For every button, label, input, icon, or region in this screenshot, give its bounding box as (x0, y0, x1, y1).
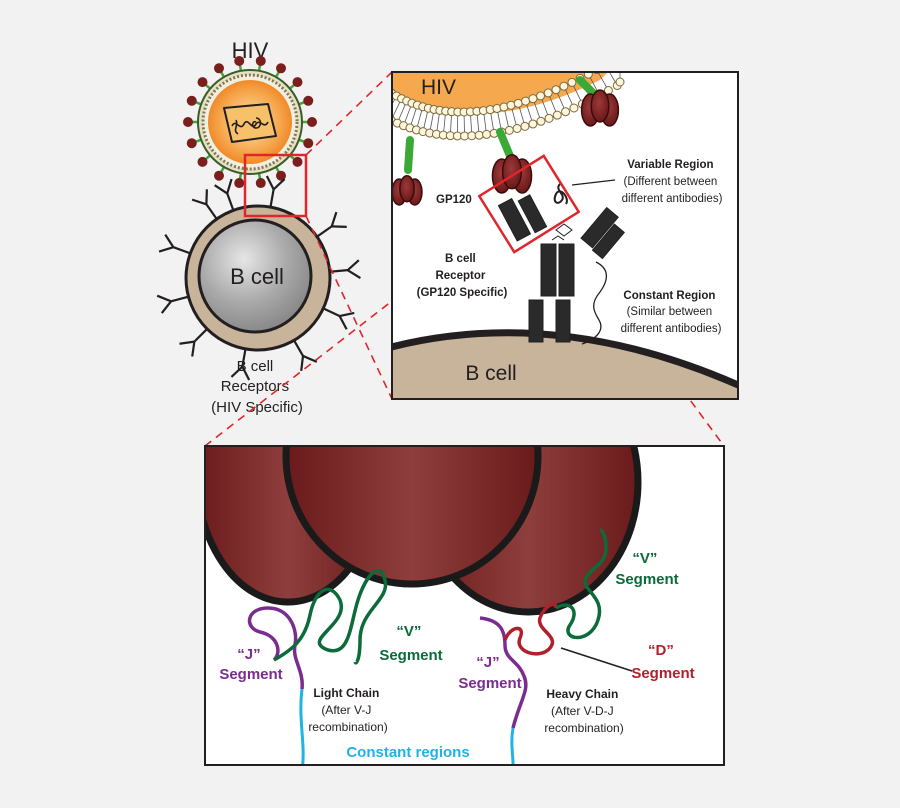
zoom1-panel: HIV GP120 Variable Region (Different bet… (391, 71, 739, 400)
callout-box-small (243, 153, 308, 218)
bcell-membrane (392, 329, 738, 399)
constant-region-title: Constant Region (623, 290, 715, 302)
constant-region-line-3: different antibodies) (621, 323, 722, 335)
gp120-head (214, 63, 224, 74)
heavy-chain-label: Heavy Chain (After V-D-J recombination) (544, 687, 623, 735)
receptors-line-2: Receptors (221, 378, 289, 395)
variable-region-line-2: (Different between (624, 176, 718, 188)
light-j-segment-label: “J” Segment (219, 646, 282, 683)
receptor-icon (179, 328, 208, 357)
bcell-receptors (156, 175, 361, 381)
zoom1-bcell-label: B cell (465, 362, 516, 385)
gp120-trimers (392, 76, 620, 206)
gp120-head (303, 138, 314, 149)
gp120-head (292, 77, 303, 88)
receptor-icon (156, 294, 189, 314)
gp120-head (307, 117, 317, 127)
overview-panel: HIV B cell B cell Receptors (HIV Specifi… (156, 38, 361, 416)
receptor-icon (329, 259, 361, 280)
overview-bcell-label: B cell (230, 264, 284, 289)
bcell-receptor-antibody (497, 194, 625, 343)
gp120-trimer-icon (392, 136, 423, 206)
viral-membrane (392, 72, 625, 141)
lipid-bilayer (392, 72, 625, 141)
receptor-icon (316, 211, 347, 238)
receptor-icon (230, 348, 251, 381)
receptor-icon (214, 178, 235, 211)
variable-region-squiggle (553, 183, 568, 205)
receptor-icon (293, 339, 318, 371)
zoom2-panel: “V” Segment “J” Segment Light Chain (Aft… (204, 445, 725, 766)
zoom1-hiv-label: HIV (421, 76, 456, 99)
callout-box-inner (477, 154, 581, 254)
heavy-chain-d-segment (503, 602, 558, 656)
gp120-head (214, 170, 224, 181)
receptor-icon (158, 234, 191, 255)
constant-regions-label: Constant regions (346, 744, 469, 761)
receptor-icon (191, 189, 218, 220)
light-chain-label: Light Chain (After V-J recombination) (308, 686, 387, 734)
gp120-trimer-icon (576, 76, 620, 127)
gp120-head (276, 63, 286, 74)
heavy-chain-j-segment (479, 616, 528, 729)
gp120-head (234, 178, 245, 189)
gp120-head (255, 178, 266, 189)
variable-region-label: Variable Region (Different between diffe… (622, 159, 723, 205)
gp120-head (234, 55, 245, 66)
light-chain-constant-line (299, 688, 305, 765)
receptor-line-3: (GP120 Specific) (417, 287, 508, 299)
hiv-virion (183, 55, 317, 189)
bcell-receptor-label: B cell Receptor (GP120 Specific) (417, 253, 508, 299)
light-chain-j-segment (247, 606, 304, 690)
heavy-j-segment-label: “J” Segment (458, 654, 521, 692)
gp120-head (197, 156, 208, 167)
gp120-head (303, 95, 314, 106)
heavy-chain-constant-line (510, 727, 515, 765)
constant-region-squiggle (581, 261, 607, 345)
variable-region-title: Variable Region (627, 159, 713, 171)
bcell-overview: B cell (156, 175, 361, 381)
gp120-head (186, 95, 197, 106)
receptor-icon (322, 307, 355, 330)
light-chain-v-segment (273, 569, 388, 665)
d-segment-label: “D” Segment (631, 642, 694, 682)
gp120-head (197, 77, 208, 88)
constant-region-label: Constant Region (Similar between differe… (621, 290, 722, 335)
virus-capsid-icon (223, 103, 277, 143)
gp120-lobes (205, 446, 642, 616)
constant-region-line-2: (Similar between (627, 306, 713, 318)
receptors-line-3: (HIV Specific) (211, 399, 303, 416)
gp120-head (276, 170, 286, 181)
gp120-head (255, 55, 266, 66)
gp120-head (292, 156, 303, 167)
gp120-head (186, 138, 197, 149)
receptors-line-1: B cell (237, 358, 274, 375)
variable-region-line-3: different antibodies) (622, 193, 723, 205)
gp120-head (183, 117, 193, 127)
heavy-v-segment-label: “V” Segment (615, 550, 678, 588)
light-v-segment-label: “V” Segment (379, 623, 442, 664)
receptor-line-2: Receptor (435, 270, 485, 282)
heavy-chain-v-segment (555, 528, 608, 640)
overview-receptors-label: B cell Receptors (HIV Specific) (211, 358, 303, 416)
receptor-icon (265, 175, 286, 208)
gp120-label: GP120 (436, 194, 472, 206)
receptor-line-1: B cell (445, 253, 476, 265)
